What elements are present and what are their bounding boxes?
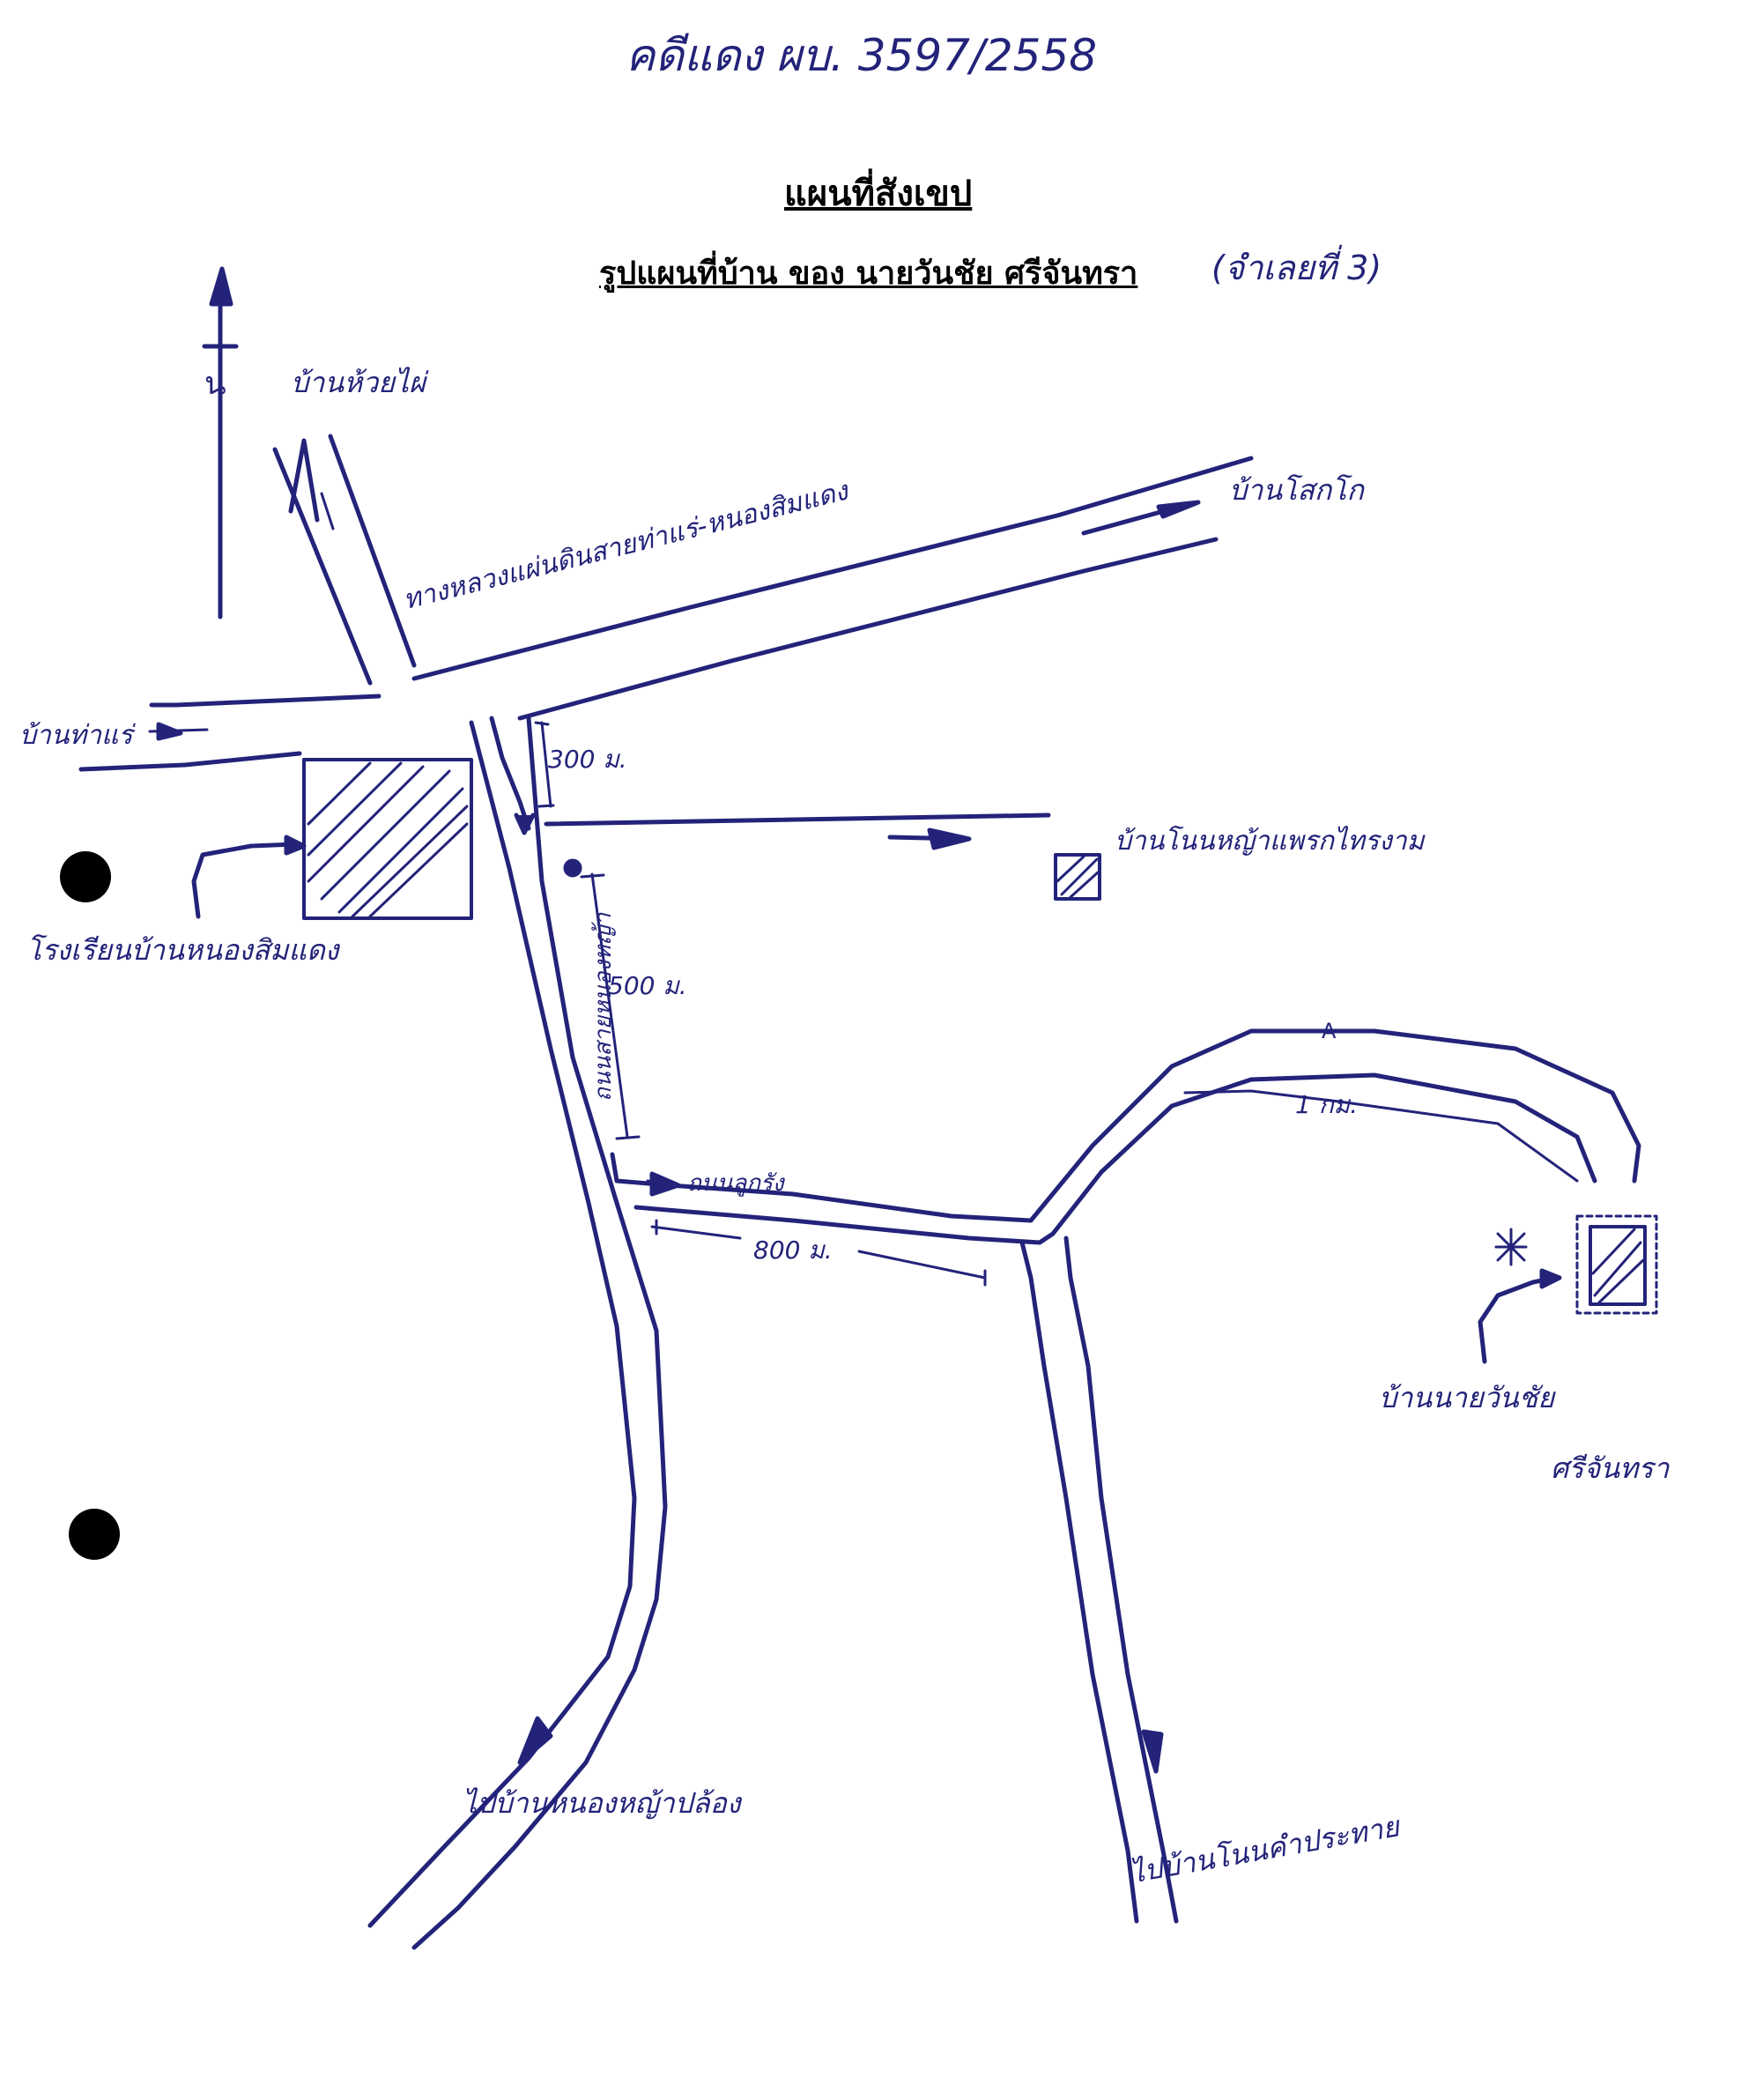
target-house-icon [1478,1214,1658,1364]
school-building-icon [191,758,473,920]
measure-500 [563,858,641,1140]
measure-800 [650,1219,987,1287]
north-arrow-icon [202,266,239,620]
road-south-east [1019,1236,1179,1924]
label-distance-300: 300 ม. [548,745,627,774]
road-dirt [610,1028,1641,1245]
label-village-noinhong: บ้านโนนหญ้าแพรกไทรงาม [1115,826,1425,857]
label-village-north: บ้านห้วยไผ่ [291,366,426,399]
label-marker-a: A [1322,1019,1337,1043]
label-village-west: บ้านท่าแร่ [19,720,133,751]
page-title: แผนที่สังเขป [784,173,973,214]
label-distance-800: 800 ม. [753,1236,833,1265]
road-branch-east [534,721,1051,850]
label-school: โรงเรียนบ้านหนองสิมแดง [26,933,339,967]
label-dirt-road: ถนนลูกรัง [687,1170,784,1197]
page-subtitle: รูปแผนที่บ้าน ของ นายวันชัย ศรีจันทรา [599,255,1138,292]
label-distance-1km: 1 กม. [1295,1090,1359,1119]
subtitle-note: (จำเลยที่ 3) [1211,249,1382,287]
label-village-east: บ้านโสกโก [1229,473,1364,507]
road-highway [78,456,1254,772]
label-village-southwest: ไปบ้านหนองหญ้าปล้อง [463,1786,741,1820]
punch-hole-bottom [69,1509,120,1560]
road-south-main [367,716,668,1950]
village-building-icon [1054,853,1101,901]
compass-label: น [204,366,226,402]
label-branch-road: ถนนสายหนองหญ้า [590,912,617,1102]
case-number: คดีแดง ผบ. 3597/2558 [626,30,1098,81]
label-distance-500: 500 ม. [608,971,687,1000]
road-north [272,434,417,686]
label-house-owner: บ้านนายวันชัย [1379,1381,1555,1414]
punch-hole-top [60,851,111,902]
label-house-owner-surname: ศรีจันทรา [1551,1451,1670,1485]
